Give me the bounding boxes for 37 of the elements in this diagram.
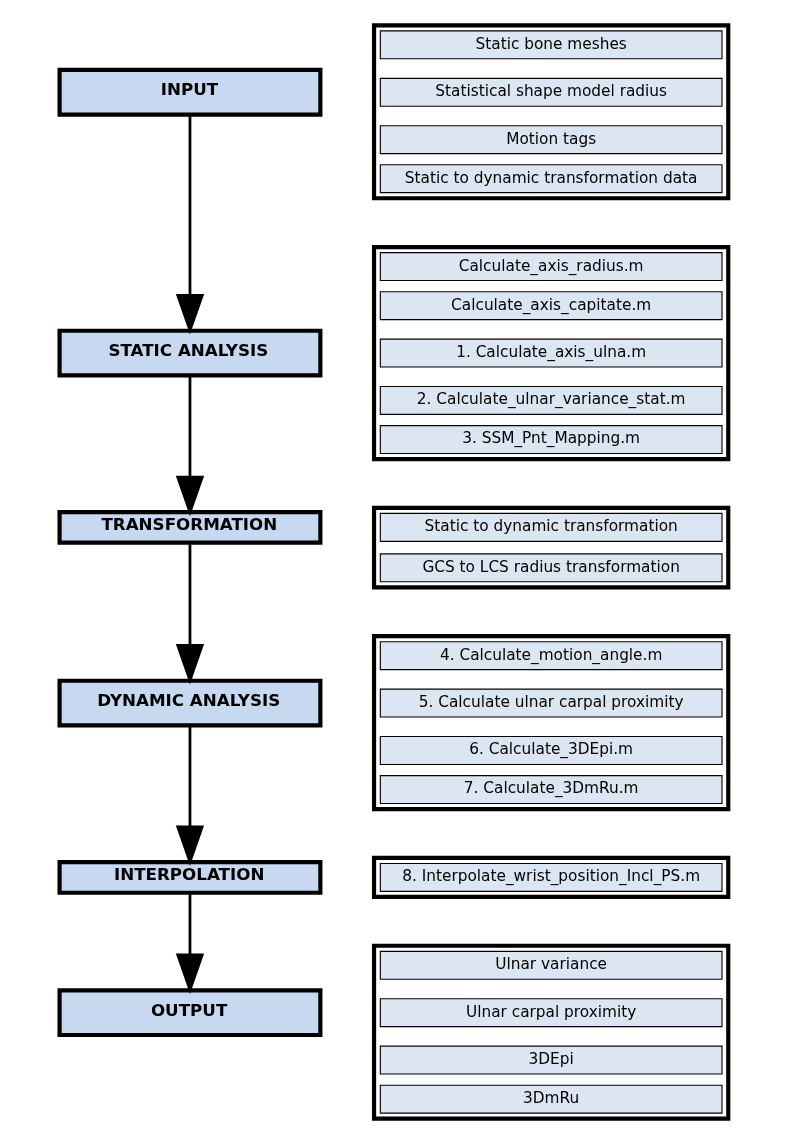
node-box: Ulnar carpal proximity [379, 998, 723, 1028]
node-box: OUTPUT [57, 988, 322, 1038]
cluster [371, 634, 730, 812]
arrow [175, 725, 204, 866]
cluster [371, 943, 730, 1121]
node-box: GCS to LCS radius transformation [379, 553, 723, 583]
cluster [371, 855, 730, 899]
arrow [175, 115, 204, 335]
node-box: Static bone meshes [379, 30, 723, 60]
node-box: 3. SSM_Pnt_Mapping.m [379, 425, 723, 454]
node-box: Static to dynamic transformation data [379, 164, 723, 194]
node-box: Motion tags [379, 125, 723, 155]
arrow [175, 893, 204, 994]
cluster [371, 505, 730, 590]
node-box: 4. Calculate_motion_angle.m [379, 641, 723, 671]
node-box: TRANSFORMATION [57, 509, 322, 545]
node-box: Ulnar variance [379, 950, 723, 980]
arrow [175, 375, 204, 517]
node-box: 6. Calculate_3DEpi.m [379, 736, 723, 765]
node-box: 7. Calculate_3DmRu.m [379, 775, 723, 805]
node-box: 3DmRu [379, 1084, 723, 1114]
node-box: INTERPOLATION [57, 860, 322, 895]
node-box: STATIC ANALYSIS [57, 328, 322, 378]
cluster [371, 245, 730, 462]
cluster [371, 23, 730, 201]
node-box: Statistical shape model radius [379, 77, 723, 107]
node-box: 8. Interpolate_wrist_position_Incl_PS.m [379, 862, 723, 892]
node-box: 3DEpi [379, 1045, 723, 1075]
node-box: Calculate_axis_radius.m [379, 252, 723, 282]
node-box: INPUT [57, 67, 322, 117]
node-box: 5. Calculate ulnar carpal proximity [379, 688, 723, 718]
node-box: Calculate_axis_capitate.m [379, 291, 723, 321]
node-box: 1. Calculate_axis_ulna.m [379, 338, 723, 368]
node-box: 2. Calculate_ulnar_variance_stat.m [379, 385, 723, 415]
node-box: DYNAMIC ANALYSIS [57, 678, 322, 728]
arrow [175, 543, 204, 685]
node-box: Static to dynamic transformation [379, 512, 723, 542]
